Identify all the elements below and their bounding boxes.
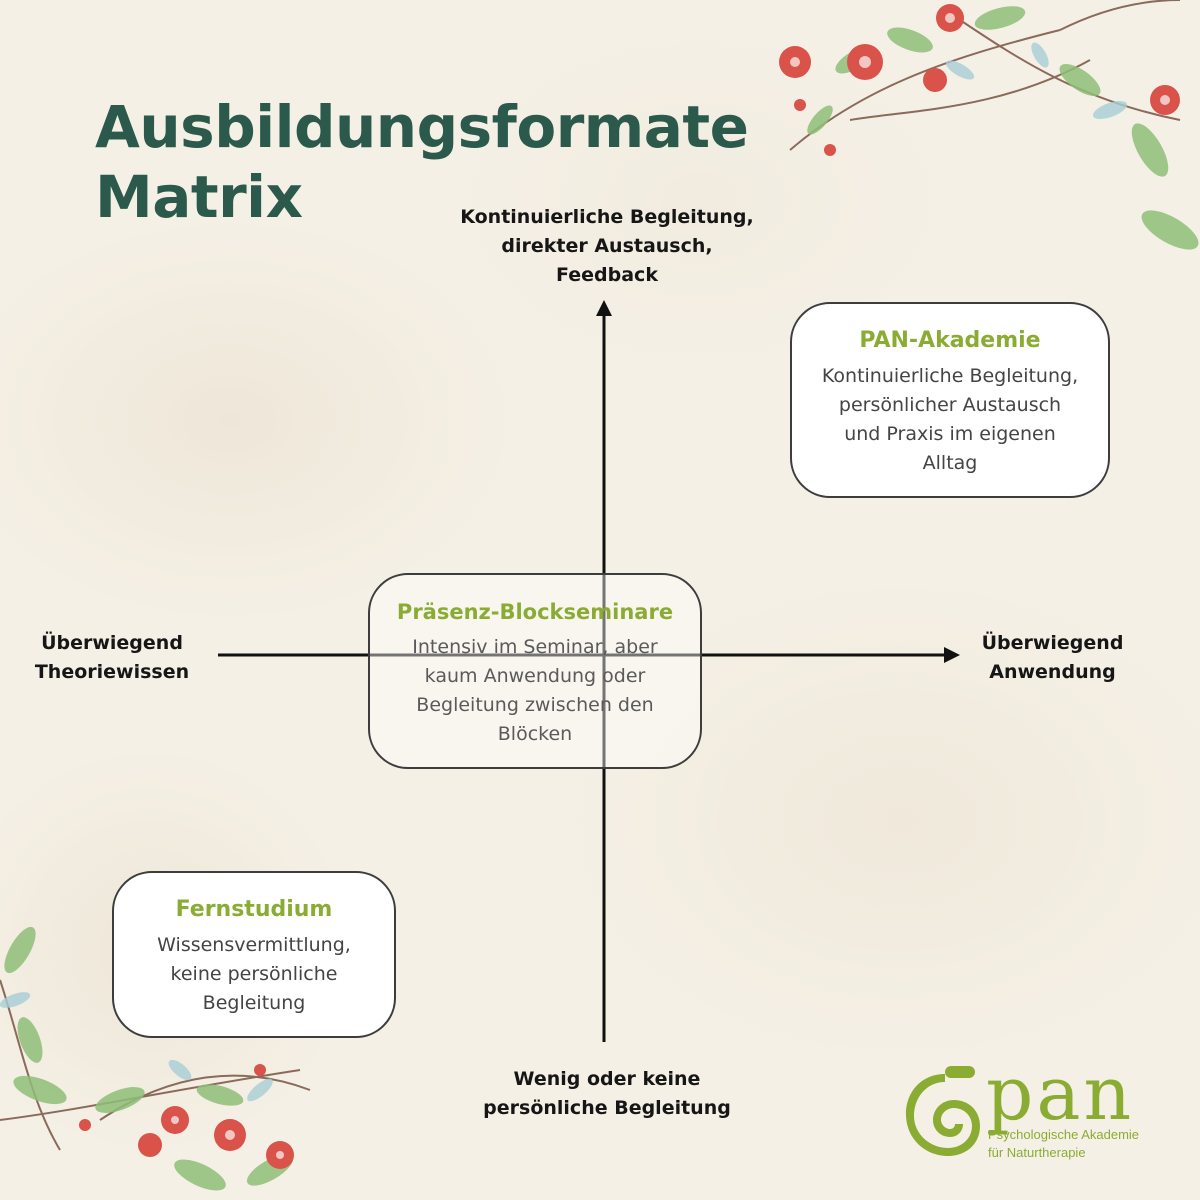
axis-label-bottom-line: Wenig oder keine <box>513 1068 701 1090</box>
box-description: Wissensvermittlung, keine persönliche Be… <box>114 931 394 1018</box>
axis-label-top-line: Feedback <box>556 264 658 286</box>
box-text-line: Begleitung zwischen den <box>416 694 654 716</box>
floral-decoration-top-right <box>779 0 1199 250</box>
axis-label-top-line: Kontinuierliche Begleitung, <box>460 206 754 228</box>
logo-subtitle: Psychologische Akademie für Naturtherapi… <box>988 1126 1139 1162</box>
axis-label-left-line: Theoriewissen <box>34 661 190 683</box>
box-title: PAN-Akademie <box>859 328 1041 353</box>
axis-label-top-line: direkter Austausch, <box>501 235 713 257</box>
box-text-line: kaum Anwendung oder <box>424 665 646 687</box>
box-text-line: Blöcken <box>497 723 573 745</box>
box-text-line: Alltag <box>922 452 978 474</box>
format-box-fernstudium: Fernstudium Wissensvermittlung, keine pe… <box>112 871 396 1038</box>
axis-label-right-line: Überwiegend <box>981 632 1124 654</box>
vertical-arrowhead-icon <box>596 300 612 316</box>
box-text-line: Wissensvermittlung, <box>157 934 351 956</box>
box-title: Präsenz-Blockseminare <box>396 600 674 624</box>
horizontal-arrowhead-icon <box>944 647 960 663</box>
axis-label-bottom-line: persönliche Begleitung <box>483 1097 731 1119</box>
box-title: Fernstudium <box>175 897 333 922</box>
axis-label-bottom: Wenig oder keine persönliche Begleitung <box>432 1065 782 1123</box>
axis-label-left-line: Überwiegend <box>41 632 183 654</box>
box-description: Intensiv im Seminar, aber kaum Anwendung… <box>370 633 700 749</box>
logo-wordmark: pan <box>986 1051 1135 1137</box>
box-text-line: Kontinuierliche Begleitung, <box>821 365 1079 387</box>
axis-label-right: Überwiegend Anwendung <box>950 629 1155 687</box>
box-text-line: persönlicher Austausch <box>838 394 1062 416</box>
floral-decoration-bottom-left <box>0 926 311 1191</box>
box-description: Kontinuierliche Begleitung, persönlicher… <box>792 362 1108 478</box>
page-title: Ausbildungsformate Matrix <box>95 92 795 232</box>
title-line-1: Ausbildungsformate <box>95 93 749 161</box>
pan-logo: pan Psychologische Akademie für Naturthe… <box>900 1054 1150 1172</box>
box-text-line: keine persönliche <box>170 963 338 985</box>
format-box-pan-akademie: PAN-Akademie Kontinuierliche Begleitung,… <box>790 302 1110 498</box>
box-text-line: und Praxis im eigenen <box>844 423 1056 445</box>
box-text-line: Intensiv im Seminar, aber <box>412 636 658 658</box>
axis-label-right-line: Anwendung <box>989 661 1116 683</box>
box-text-line: Begleitung <box>202 992 306 1014</box>
logo-subtitle-line: Psychologische Akademie <box>988 1127 1140 1142</box>
format-box-praesenz-blockseminare: Präsenz-Blockseminare Intensiv im Semina… <box>368 573 702 769</box>
spiral-logo-icon <box>905 1066 980 1156</box>
logo-subtitle-line: für Naturtherapie <box>988 1145 1086 1160</box>
axis-label-top: Kontinuierliche Begleitung, direkter Aus… <box>432 203 782 290</box>
title-line-2: Matrix <box>95 163 303 231</box>
axis-label-left: Überwiegend Theoriewissen <box>12 629 212 687</box>
